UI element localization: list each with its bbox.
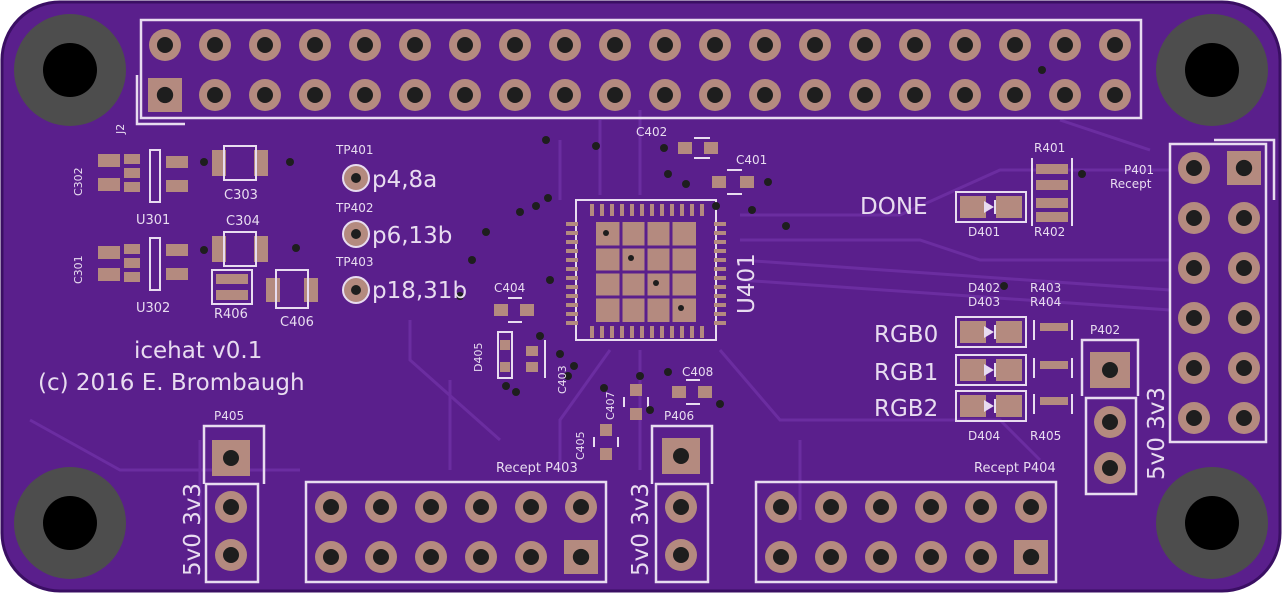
label-p402: P402 [1090,323,1120,337]
label-d401: D401 [968,225,1000,239]
label-recept-p403: Recept P403 [496,461,578,476]
label-c405: C405 [574,431,587,460]
label-r404: R404 [1030,295,1061,309]
p406-header [650,424,714,584]
label-c408: C408 [682,365,713,379]
label-c407: C407 [604,391,617,420]
label-d404: D404 [968,429,1000,443]
cap-c404 [494,297,534,323]
label-d403: D403 [968,295,1000,309]
cap-c303 [212,145,294,181]
p402-header [1080,338,1140,496]
label-power-left: 5v0 3v3 [180,483,206,576]
label-done: DONE [860,194,928,220]
cap-c408 [672,379,712,405]
label-r405: R405 [1030,429,1061,443]
label-power-right: 5v0 3v3 [1144,387,1170,480]
resistor-r406 [211,269,253,305]
label-c303: C303 [224,188,258,203]
label-r406: R406 [214,307,248,322]
label-c304: C304 [226,214,260,229]
label-j2: J2 [114,124,127,135]
cap-c402 [678,137,718,159]
net-tp403: p18,31b [372,278,467,304]
label-d405: D405 [472,343,485,372]
label-p401-recept: Recept [1110,177,1152,191]
label-recept-p404: Recept P404 [974,461,1056,476]
label-r401: R401 [1034,141,1065,155]
label-r403: R403 [1030,281,1061,295]
net-tp402: p6,13b [372,223,452,249]
resistor-r401 [1031,158,1073,194]
label-c401: C401 [736,153,767,167]
label-c403: C403 [556,365,569,394]
label-d402: D402 [968,281,1000,295]
p405-header [202,424,266,584]
j2-header-pins [148,29,1131,112]
label-tp402: TP402 [335,201,373,215]
regulator-u302 [98,237,208,291]
regulator-u301 [98,149,208,203]
label-power-mid: 5v0 3v3 [628,483,654,576]
label-c406: C406 [280,315,314,330]
label-c402: C402 [636,125,667,139]
fpga-u401 [566,199,726,341]
diode-d405 [497,331,546,379]
p404-header [754,480,1058,584]
p401-header [1168,138,1276,444]
cap-c401 [712,169,754,195]
label-u301: U301 [136,213,170,228]
label-tp401: TP401 [335,143,373,157]
label-p406: P406 [664,409,694,423]
board-title: icehat v0.1 [134,338,262,364]
label-u401: U401 [734,253,760,314]
cap-c407 [623,384,649,420]
j2-outline [139,18,1143,120]
p403-header [304,480,608,584]
label-rgb0: RGB0 [874,322,938,348]
board-copyright: (c) 2016 E. Brombaugh [38,370,305,396]
mounting-holes [14,14,1268,579]
label-p401: P401 [1124,163,1154,177]
label-rgb1: RGB1 [874,360,938,386]
label-r402: R402 [1034,225,1065,239]
vias [456,66,1086,414]
label-c404: C404 [494,281,525,295]
label-p405: P405 [214,409,244,423]
label-tp403: TP403 [335,255,373,269]
cap-c405 [593,424,619,460]
label-u302: U302 [136,301,170,316]
label-rgb2: RGB2 [874,396,938,422]
rgb-leds [955,316,1073,422]
silkscreen-labels: J2 C302 C301 U301 U302 C303 C304 R406 C4… [38,124,1170,576]
resistor-r402 [1031,194,1073,226]
label-c302: C302 [72,167,85,196]
label-c301: C301 [72,255,85,284]
cap-c406 [266,269,318,309]
cap-c304 [212,231,300,267]
led-d401 [955,191,1027,223]
net-tp401: p4,8a [372,167,437,193]
test-points [342,164,370,304]
